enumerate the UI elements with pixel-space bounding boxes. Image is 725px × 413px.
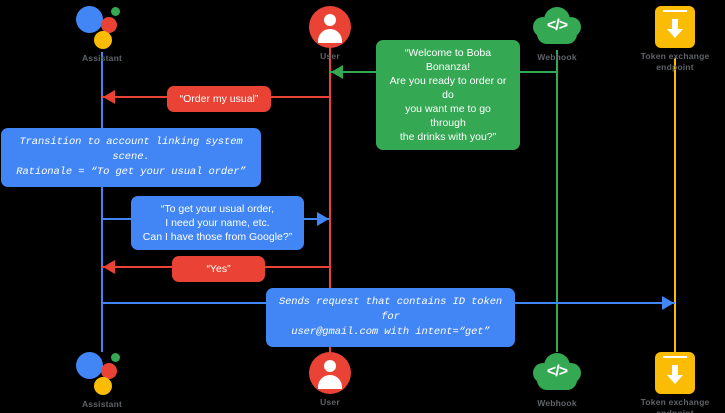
user-body-shape [318,29,342,43]
actor-user-bottom: User [270,350,390,408]
actor-user-top: User [270,4,390,62]
download-arrow-stem [672,19,678,31]
token-box-notch-bottom [663,356,687,361]
request-name-line-1: “To get your usual order, [160,203,275,215]
actor-label-webhook-bottom: Webhook [537,398,577,408]
assistant-dot-red-bottom [101,363,117,379]
message-bubble-request-name: “To get your usual order, I need your na… [131,196,304,250]
actor-token-endpoint-top: Token exchange endpoint [615,4,725,73]
actor-label-user: User [320,51,340,61]
message-arrowhead-order-my-usual [103,90,115,104]
token-box-notch [663,10,687,15]
user-head-shape [324,14,336,26]
actor-assistant-top: Assistant [42,4,162,64]
download-box-icon-bottom [655,352,695,394]
transition-note-line-2: Rationale = “To get your usual order” [16,166,246,178]
cloud-code-icon: </> [531,7,583,49]
lifeline-token-endpoint [674,58,676,352]
message-arrowhead-request-name [317,212,329,226]
assistant-dot-blue [76,6,103,33]
assistant-dot-green [111,7,120,16]
welcome-line-1: “Welcome to Boba Bonanza! [404,47,492,73]
actor-label-token-endpoint: Token exchange endpoint [615,51,725,73]
actor-token-endpoint-bottom: Token exchange endpoint [615,350,725,413]
message-bubble-sends-request: Sends request that contains ID token for… [266,288,515,347]
actor-webhook-bottom: </> Webhook [497,350,617,409]
google-assistant-icon [76,4,122,50]
code-brackets-icon-bottom: </> [546,363,568,380]
user-body-shape-bottom [318,375,342,389]
assistant-dot-yellow [94,31,112,49]
message-bubble-yes: “Yes” [172,256,265,282]
message-arrowhead-yes [103,260,115,274]
message-bubble-order-my-usual: “Order my usual” [167,86,271,112]
welcome-line-2: Are you ready to order or do [389,75,507,101]
user-avatar-icon-bottom [309,352,351,394]
yes-line-1: “Yes” [206,263,231,275]
lifeline-webhook [556,50,558,352]
token-label-line2-bottom: endpoint [656,408,694,413]
order-my-usual-line-1: “Order my usual” [179,93,259,105]
request-name-line-2: I need your name, etc. [165,217,270,229]
actor-label-assistant-bottom: Assistant [81,399,123,409]
sends-request-line-1: Sends request that contains ID token for [278,296,503,323]
assistant-dot-red [101,17,117,33]
sends-request-line-2: user@gmail.com with intent=“get” [291,326,490,338]
cloud-base [537,24,577,44]
token-label-line1: Token exchange [640,51,710,61]
actor-webhook-top: </> Webhook [497,4,617,63]
welcome-line-3: you want me to go through [405,103,491,129]
google-assistant-icon-bottom [76,350,122,396]
cloud-base-bottom [537,370,577,390]
assistant-dot-yellow-bottom [94,377,112,395]
user-head-shape-bottom [324,360,336,372]
assistant-dot-blue-bottom [76,352,103,379]
request-name-line-3: Can I have those from Google?” [142,231,293,243]
actor-assistant-bottom: Assistant [42,350,162,410]
message-bubble-transition-note: Transition to account linking system sce… [1,128,261,187]
download-arrow-head [667,29,683,38]
cloud-code-icon-bottom: </> [531,353,583,395]
lifeline-assistant [101,52,103,352]
message-bubble-welcome: “Welcome to Boba Bonanza! Are you ready … [376,40,520,150]
message-arrowhead-welcome [331,65,343,79]
download-box-icon [655,6,695,48]
assistant-dot-green-bottom [111,353,120,362]
actor-label-webhook: Webhook [537,52,577,62]
download-arrow-stem-bottom [672,365,678,377]
lifeline-user [329,48,331,352]
actor-label-user-bottom: User [320,397,340,407]
transition-note-line-1: Transition to account linking system sce… [19,136,243,163]
token-label-line1-bottom: Token exchange [640,397,710,407]
actor-label-assistant: Assistant [81,53,123,63]
token-label-line2: endpoint [656,62,694,72]
welcome-line-4: the drinks with you?” [399,131,497,143]
message-arrowhead-sends-request [662,296,674,310]
code-brackets-icon: </> [546,17,568,34]
actor-label-token-endpoint-bottom: Token exchange endpoint [615,397,725,413]
user-avatar-icon [309,6,351,48]
download-arrow-head-bottom [667,375,683,384]
